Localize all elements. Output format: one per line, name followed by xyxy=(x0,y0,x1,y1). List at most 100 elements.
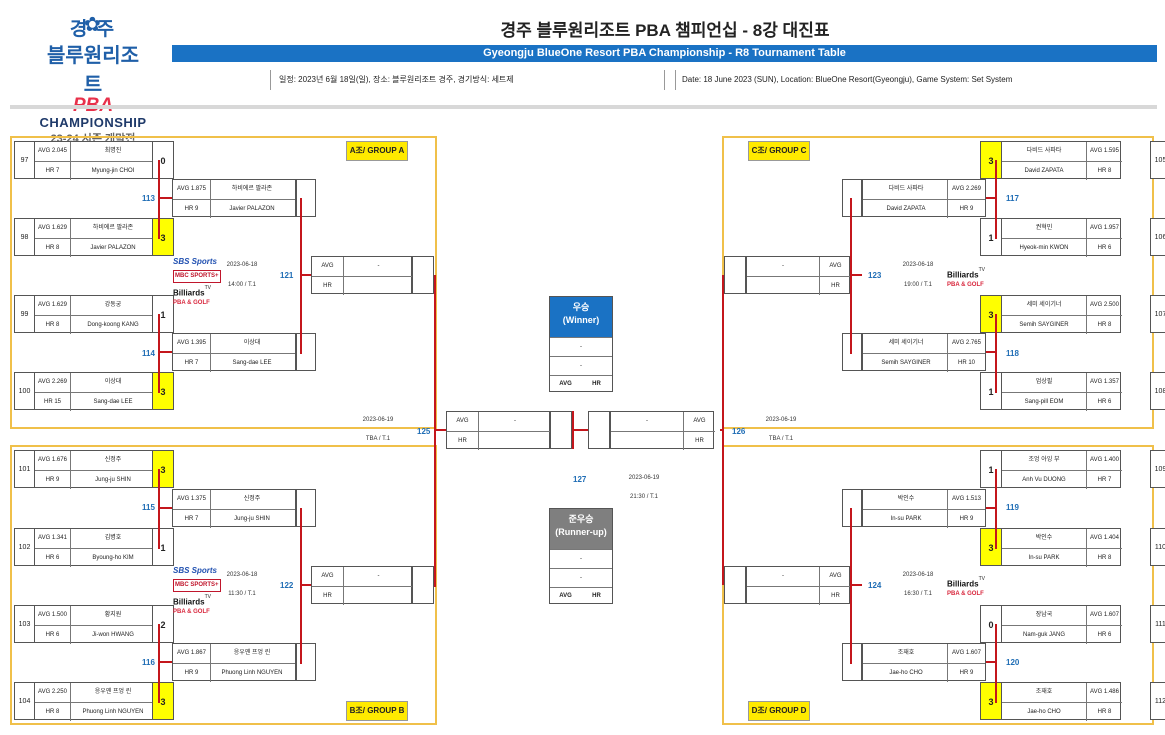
player-name-en: Jae-ho CHO xyxy=(1002,702,1086,721)
match-number: 124 xyxy=(868,581,882,590)
player-hr: HR 10 xyxy=(947,353,985,372)
player-name-en: Dong-koong KANG xyxy=(71,315,155,334)
logo-text-blueone: 블루원리조트 xyxy=(47,45,139,96)
player-name-en: Phuong Linh NGUYEN xyxy=(71,702,155,721)
logo-text-championship: CHAMPIONSHIP xyxy=(39,115,147,130)
player-hr: HR 7 xyxy=(173,353,211,372)
player-name-en: Semih SAYGINER xyxy=(863,353,949,372)
set-score: 3 xyxy=(152,218,174,256)
seed-number: 103 xyxy=(14,605,35,643)
player-name-kr: 하비에르 팔라존 xyxy=(231,186,273,192)
player-avg: AVG 1.375 xyxy=(173,490,211,509)
player-name-en: Jung-ju SHIN xyxy=(71,470,155,489)
set-score: 0 xyxy=(152,141,174,179)
set-score: 3 xyxy=(152,372,174,410)
player-avg: AVG 1.867 xyxy=(173,644,211,663)
winner-name-en: - xyxy=(550,356,612,375)
player-hr: HR 7 xyxy=(35,161,71,180)
player-hr: HR 7 xyxy=(1086,470,1122,489)
page-title: 경주 블루원리조트 PBA 챔피언십 - 8강 대진표 xyxy=(500,21,830,40)
player-hr: HR 8 xyxy=(1086,702,1122,721)
seed-number: 100 xyxy=(14,372,35,410)
hr-label: HR xyxy=(819,586,851,605)
group-c-label: C조/ GROUP C xyxy=(748,141,810,161)
player-hr: HR 8 xyxy=(35,702,71,721)
player-name-kr: 다비드 사파타 xyxy=(1026,148,1062,154)
player-name-en: Sang-pill EOM xyxy=(1002,392,1086,411)
player-avg: AVG 1.486 xyxy=(1086,683,1122,702)
player-name-en: Hyeok-min KWON xyxy=(1002,238,1086,257)
set-score: 0 xyxy=(980,605,1002,643)
winner-title-kr: 우승 xyxy=(572,302,590,312)
sbs-sports-logo: SBS Sports xyxy=(173,566,218,575)
avg-label: AVG xyxy=(683,412,715,431)
hr-label: HR xyxy=(312,276,344,295)
match-number: 121 xyxy=(280,271,294,280)
avg-label: AVG xyxy=(312,567,344,586)
bracket-line xyxy=(300,198,302,354)
sbs-sports-logo: SBS Sports xyxy=(173,257,218,266)
hr-value xyxy=(747,586,819,605)
match-time: TBA / T.1 xyxy=(365,436,391,442)
player-hr: HR 9 xyxy=(947,199,985,218)
player-avg: AVG 2.250 xyxy=(35,683,71,702)
player-name-kr: 조재호 xyxy=(897,650,915,656)
score-slot xyxy=(842,643,862,681)
bracket-line xyxy=(986,197,996,199)
avg-label: AVG xyxy=(312,257,344,276)
player-avg: AVG 1.875 xyxy=(173,180,211,199)
player-name-en: Semih SAYGINER xyxy=(1002,315,1086,334)
hr-label: HR xyxy=(819,276,851,295)
player-avg: AVG 1.676 xyxy=(35,451,71,470)
match-date: 2023-06-19 xyxy=(765,417,797,423)
match-number: 113 xyxy=(142,194,155,203)
bracket-line xyxy=(850,198,852,354)
match-number: 120 xyxy=(1006,658,1020,667)
bracket-line xyxy=(300,508,302,664)
seed-number: 107 xyxy=(1150,295,1165,333)
player-name-en: Byoung-ho KIM xyxy=(71,548,155,567)
player-hr: HR 6 xyxy=(35,548,71,567)
seed-number: 102 xyxy=(14,528,35,566)
seed-number: 108 xyxy=(1150,372,1165,410)
bracket-line xyxy=(434,275,436,277)
player-hr: HR 6 xyxy=(1086,625,1122,644)
player-avg: AVG 2.500 xyxy=(1086,296,1122,315)
match-date: 2023-06-19 xyxy=(628,475,660,481)
billiards-tv-suffix: TV xyxy=(978,576,985,582)
broadcaster-logos-c: BilliardsTV PBA & GOLF xyxy=(947,265,997,291)
avg-value: - xyxy=(782,573,784,579)
player-name-kr: 세미 세이기너 xyxy=(888,340,924,346)
match-time: 16:30 / T.1 xyxy=(904,591,932,597)
semifinal-slot: AVG-HR xyxy=(311,256,413,295)
championship-logo: 경 주 ✿ 블루원리조트 PBA CHAMPIONSHIP 23-24 시즌 개… xyxy=(38,14,148,145)
bracket-line xyxy=(850,274,862,276)
player-name-kr: 신정주 xyxy=(104,457,122,463)
player-name-kr: 다비드 사파타 xyxy=(888,186,924,192)
avg-label: AVG xyxy=(819,567,851,586)
player-hr: HR 8 xyxy=(35,315,71,334)
winner-title-en: (Winner) xyxy=(562,315,600,325)
pba-golf-logo: PBA & GOLF xyxy=(947,282,984,289)
pba-golf-logo: PBA & GOLF xyxy=(173,609,210,616)
player-name-kr: 권혁민 xyxy=(1035,225,1053,231)
